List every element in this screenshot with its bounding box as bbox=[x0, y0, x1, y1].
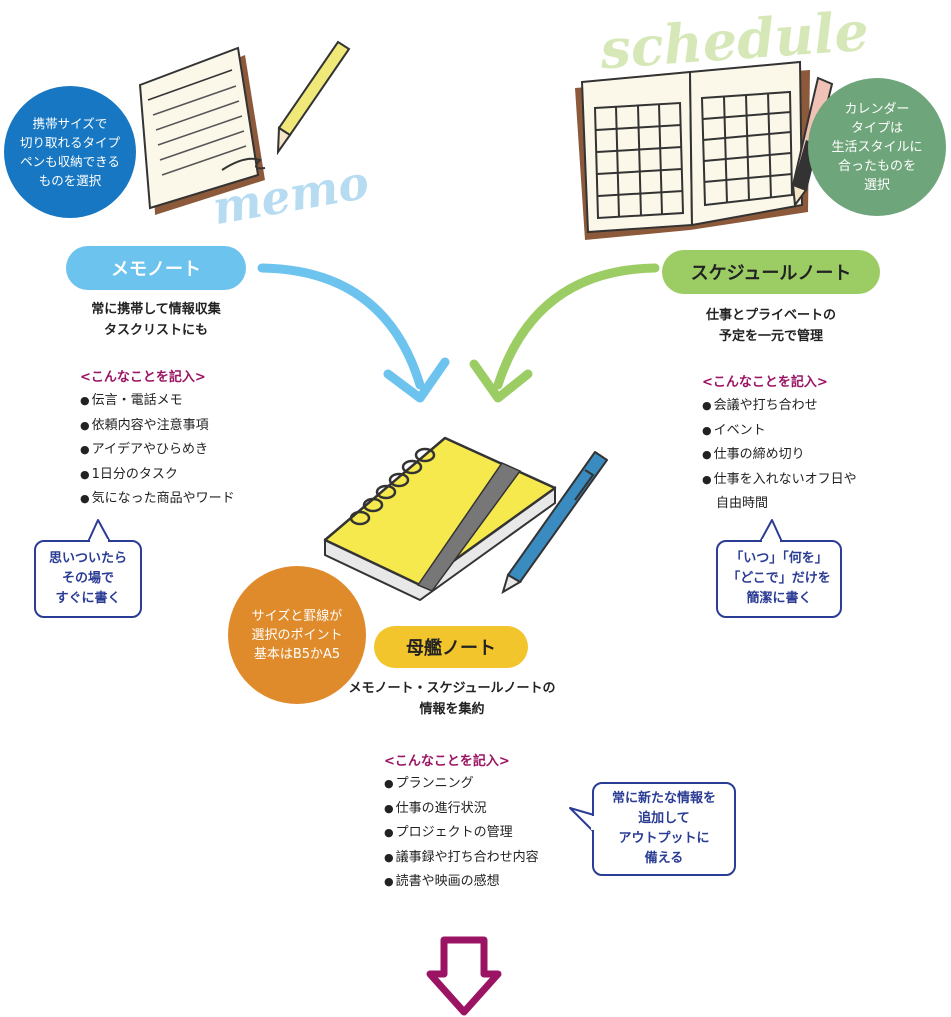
memo-note-items: 伝言・電話メモ 依頼内容や注意事項 アイデアやひらめき 1日分のタスク 気になっ… bbox=[80, 389, 235, 512]
list-item: 伝言・電話メモ bbox=[80, 389, 235, 414]
list-item: 仕事の進行状況 bbox=[384, 797, 539, 822]
memo-note-tip-bubble: 思いついたら その場で すぐに書く bbox=[34, 540, 142, 618]
mother-note-title: 母艦ノート bbox=[374, 626, 528, 668]
list-item: 仕事を入れないオフ日や bbox=[702, 468, 857, 493]
schedule-note-description: 仕事とプライベートの 予定を一元で管理 bbox=[705, 308, 836, 344]
schedule-note-tip-bubble: 「いつ」「何を」 「どこで」だけを 簡潔に書く bbox=[716, 540, 842, 618]
schedule-note-section-heading: <こんなことを記入> bbox=[702, 375, 828, 390]
list-item: プロジェクトの管理 bbox=[384, 821, 539, 846]
list-item-continuation: 自由時間 bbox=[716, 496, 769, 511]
list-item: 議事録や打ち合わせ内容 bbox=[384, 846, 539, 871]
list-item: 依頼内容や注意事項 bbox=[80, 414, 235, 439]
list-item: 会議や打ち合わせ bbox=[702, 394, 857, 419]
list-item: イベント bbox=[702, 419, 857, 444]
memo-note-description: 常に携帯して情報収集 タスクリストにも bbox=[91, 302, 221, 338]
memo-note-section-heading: <こんなことを記入> bbox=[80, 370, 206, 385]
mother-note-description: メモノート・スケジュールノートの 情報を集約 bbox=[348, 681, 556, 717]
list-item: 気になった商品やワード bbox=[80, 487, 235, 512]
list-item: プランニング bbox=[384, 772, 539, 797]
memo-note-title: メモノート bbox=[66, 246, 246, 290]
memo-note-tip-circle: 携帯サイズで 切り取れるタイプ ペンも収納できる ものを選択 bbox=[4, 86, 136, 218]
list-item: 1日分のタスク bbox=[80, 463, 235, 488]
list-item: 読書や映画の感想 bbox=[384, 870, 539, 895]
list-item: アイデアやひらめき bbox=[80, 438, 235, 463]
schedule-note-title: スケジュールノート bbox=[662, 250, 880, 294]
mother-note-tip-circle: サイズと罫線が 選択のポイント 基本はB5かA5 bbox=[228, 566, 366, 704]
list-item: 仕事の締め切り bbox=[702, 443, 857, 468]
mother-note-items: プランニング 仕事の進行状況 プロジェクトの管理 議事録や打ち合わせ内容 読書や… bbox=[384, 772, 539, 895]
schedule-note-items: 会議や打ち合わせ イベント 仕事の締め切り 仕事を入れないオフ日や 自由時間 bbox=[702, 394, 857, 517]
mother-note-section-heading: <こんなことを記入> bbox=[384, 754, 510, 769]
schedule-note-tip-circle: カレンダー タイプは 生活スタイルに 合ったものを 選択 bbox=[808, 78, 946, 216]
mother-note-tip-bubble: 常に新たな情報を 追加して アウトプットに 備える bbox=[592, 782, 736, 876]
